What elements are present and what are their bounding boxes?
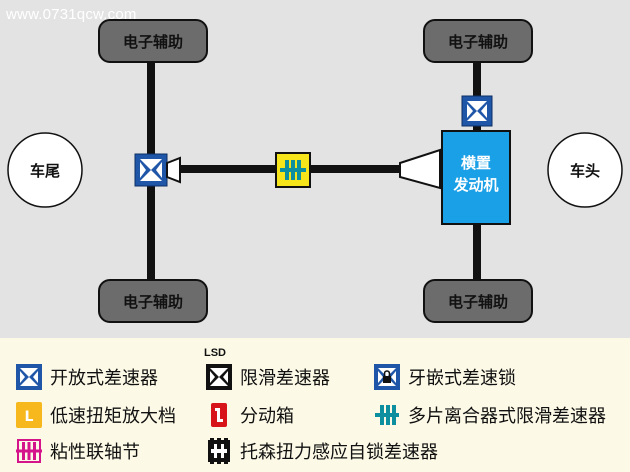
lsd-differential-icon: LSD (204, 347, 232, 390)
viscous-coupling-icon (16, 439, 42, 463)
aux-box-bottom-left: 电子辅助 (98, 279, 208, 323)
front-label: 车头 (570, 162, 600, 180)
aux-label-bottom-right: 电子辅助 (448, 293, 508, 311)
aux-label-top-right: 电子辅助 (448, 33, 508, 51)
engine-label-line2: 发动机 (452, 176, 498, 194)
aux-box-top-left: 电子辅助 (98, 19, 208, 63)
rear-label: 车尾 (30, 162, 60, 180)
aux-label-top-left: 电子辅助 (123, 33, 183, 51)
lsd-tag: LSD (204, 347, 226, 359)
center-coupling-icon (275, 152, 311, 188)
front-marker: 车头 (547, 132, 623, 208)
legend-multi-plate-clutch: 多片离合器式限滑差速器 (374, 402, 606, 428)
watermark: www.0731qcw.com (6, 6, 137, 23)
legend-torsen: 托森扭力感应自锁差速器 (206, 438, 438, 464)
front-open-differential-icon (461, 95, 493, 127)
drivetrain-svg: 电子辅助 电子辅助 电子辅助 电子辅助 车尾 车头 (7, 19, 623, 323)
legend-lsd-differential: LSD 限滑差速器 (204, 347, 330, 390)
transfer-case-icon (211, 403, 227, 427)
legend-viscous-coupling: 粘性联轴节 (16, 438, 140, 464)
legend: 开放式差速器 LSD 限滑差速器 (0, 338, 630, 472)
multi-plate-clutch-icon (375, 405, 399, 425)
legend-transfer-case: 分动箱 (206, 402, 294, 428)
legend-lsd-differential-label: 限滑差速器 (240, 368, 330, 389)
front-ptu-gear-icon (399, 148, 441, 190)
legend-open-differential: 开放式差速器 (16, 364, 158, 390)
legend-dog-clutch-lock: 牙嵌式差速锁 (374, 364, 516, 390)
legend-open-differential-label: 开放式差速器 (50, 368, 158, 389)
open-differential-icon (16, 364, 42, 390)
transverse-engine: 横置 发动机 (441, 130, 511, 225)
aux-box-top-right: 电子辅助 (423, 19, 533, 63)
rear-bevel-gear-icon (166, 156, 181, 184)
legend-dog-clutch-lock-label: 牙嵌式差速锁 (408, 368, 516, 389)
drivetrain-diagram: 电子辅助 电子辅助 电子辅助 电子辅助 车尾 车头 (0, 0, 630, 338)
legend-transfer-case-label: 分动箱 (240, 406, 294, 427)
low-range-icon: L (16, 402, 42, 428)
engine-label-line1: 横置 (461, 154, 491, 172)
rear-open-differential-icon (134, 153, 168, 187)
legend-multi-plate-clutch-label: 多片离合器式限滑差速器 (408, 406, 606, 427)
legend-torsen-label: 托森扭力感应自锁差速器 (240, 442, 438, 463)
torsen-icon (208, 438, 230, 464)
low-range-badge: L (25, 409, 34, 425)
aux-box-bottom-right: 电子辅助 (423, 279, 533, 323)
dog-clutch-lock-icon (374, 364, 400, 390)
aux-label-bottom-left: 电子辅助 (123, 293, 183, 311)
rear-marker: 车尾 (7, 132, 83, 208)
legend-viscous-coupling-label: 粘性联轴节 (50, 442, 140, 463)
legend-low-range-label: 低速扭矩放大档 (50, 406, 176, 427)
legend-low-range: L 低速扭矩放大档 (16, 402, 176, 428)
